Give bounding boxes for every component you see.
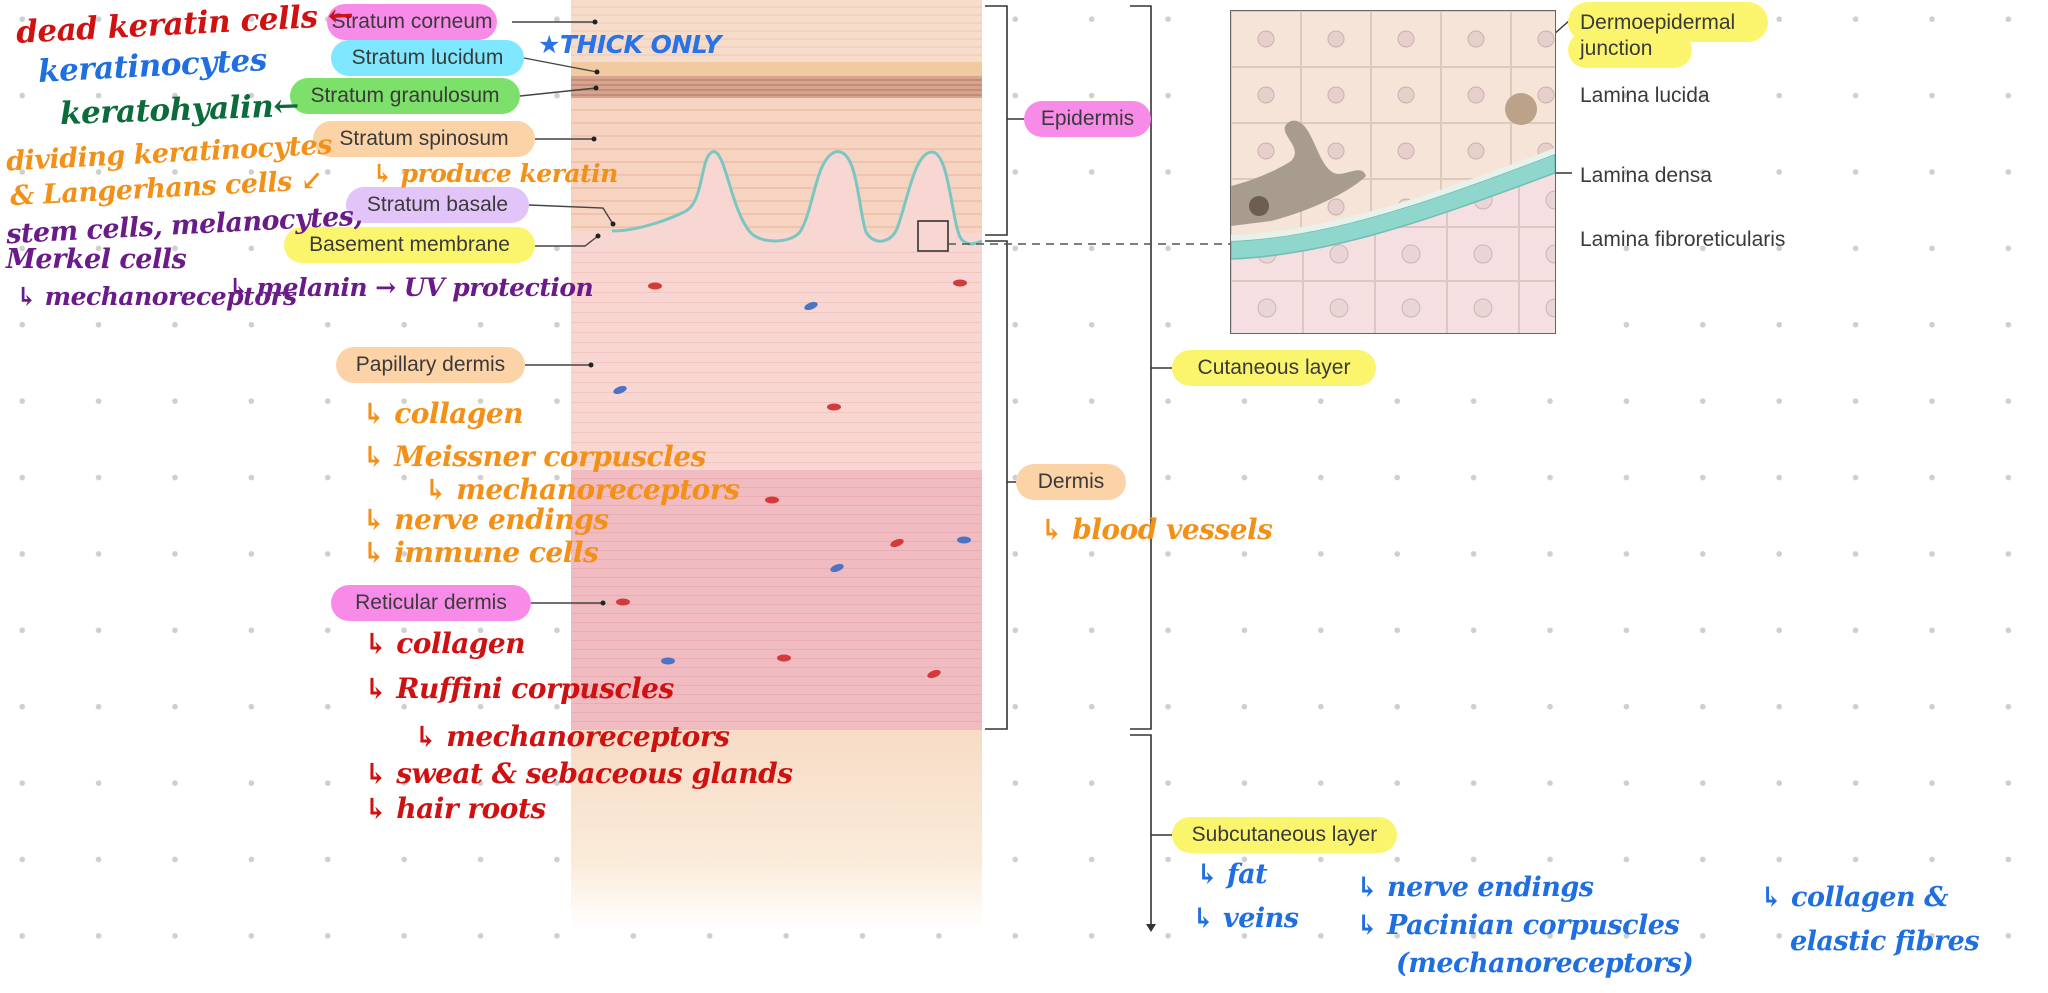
note-reticular-collagen: ↳ collagen: [364, 627, 526, 660]
note-thick-only: ★THICK ONLY: [538, 30, 721, 59]
note-hair-roots: ↳ hair roots: [364, 792, 546, 825]
reticular-dermis-tissue: [571, 470, 982, 730]
note-nerve-endings: ↳ nerve endings: [362, 503, 609, 536]
note-pacinian-corpuscles: ↳ Pacinian corpuscles: [1356, 910, 1680, 941]
note-sweat-glands: ↳ sweat & sebaceous glands: [364, 757, 793, 790]
note-mechanoreceptors-basale: ↳ mechanoreceptors: [16, 282, 297, 311]
stratum-granulosum-tissue: [571, 76, 982, 98]
label-lamina-lucida: Lamina lucida: [1580, 84, 1710, 107]
note-merkel-cells: Merkel cells: [6, 244, 187, 275]
dermoepidermal-inset: [1230, 10, 1556, 334]
label-subcutaneous-layer: Subcutaneous layer: [1172, 817, 1397, 853]
note-meissner-corpuscles: ↳ Meissner corpuscles: [362, 440, 706, 473]
label-stratum-spinosum: Stratum spinosum: [313, 121, 535, 157]
label-cutaneous-layer: Cutaneous layer: [1172, 350, 1376, 386]
label-lamina-fibroreticularis: Lamina fibroreticularis: [1580, 228, 1786, 251]
label-dermis: Dermis: [1016, 464, 1126, 500]
note-papillary-mechanoreceptors: ↳ mechanoreceptors: [424, 473, 740, 506]
note-reticular-mechanoreceptors: ↳ mechanoreceptors: [414, 720, 730, 753]
note-elastic-fibres: elastic fibres: [1790, 926, 1980, 957]
label-stratum-corneum: Stratum corneum: [327, 4, 497, 40]
subcutaneous-arrow: [1146, 924, 1156, 932]
note-blood-vessels: ↳ blood vessels: [1040, 513, 1273, 546]
basement-membrane-line: [611, 150, 983, 246]
stratum-corneum-tissue: [571, 0, 982, 62]
label-epidermis: Epidermis: [1024, 101, 1151, 137]
epidermal-ridge-fill: [571, 151, 982, 250]
label-reticular-dermis: Reticular dermis: [331, 585, 531, 621]
subcutaneous-tissue: [571, 730, 982, 930]
label-stratum-granulosum: Stratum granulosum: [290, 78, 520, 114]
leader-lines: [512, 21, 614, 604]
label-stratum-lucidum: Stratum lucidum: [331, 40, 524, 76]
dermoepidermal-junction-text: Dermoepidermal junction: [1580, 11, 1736, 60]
inset-illustration: [1231, 11, 1555, 333]
note-melanin-uv: ↳ melanin → UV protection: [228, 273, 594, 302]
leader-dots: [588, 19, 616, 606]
note-immune-cells: ↳ immune cells: [362, 536, 599, 569]
label-lamina-densa: Lamina densa: [1580, 164, 1712, 187]
note-fat: ↳ fat: [1196, 859, 1268, 890]
note-sub-nerve-endings: ↳ nerve endings: [1356, 872, 1594, 903]
note-collagen-elastic: ↳ collagen &: [1760, 882, 1948, 913]
note-produce-keratin: ↳ produce keratin: [372, 159, 618, 188]
region-brackets: [985, 5, 1172, 925]
label-dermoepidermal-junction: Dermoepidermal junction: [1568, 2, 1768, 68]
stratum-lucidum-tissue: [571, 62, 982, 76]
magnify-box: [917, 220, 949, 252]
note-pacinian-mechanoreceptors: (mechanoreceptors): [1396, 948, 1694, 979]
note-ruffini-corpuscles: ↳ Ruffini corpuscles: [364, 672, 674, 705]
label-stratum-basale: Stratum basale: [346, 187, 529, 223]
blood-vessels: [613, 279, 971, 679]
papillary-dermis-tissue: [571, 233, 982, 470]
label-papillary-dermis: Papillary dermis: [336, 347, 525, 383]
label-basement-membrane: Basement membrane: [284, 227, 535, 263]
note-veins: ↳ veins: [1192, 903, 1299, 934]
note-papillary-collagen: ↳ collagen: [362, 397, 524, 430]
